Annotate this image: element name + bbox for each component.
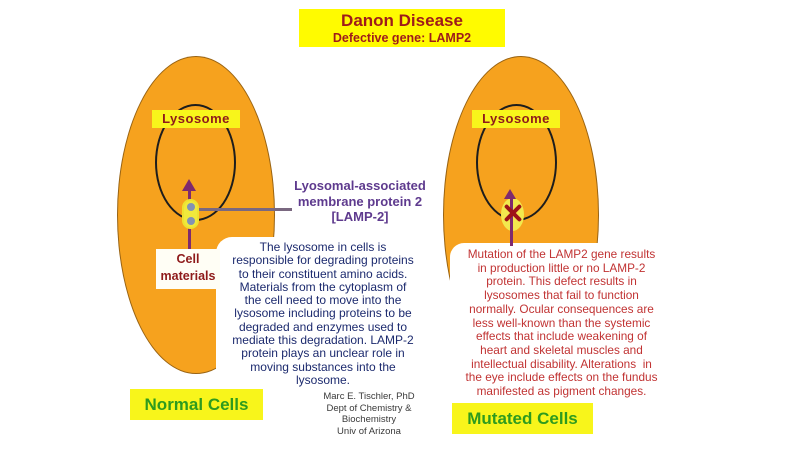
normal-description-panel: The lysosome in cells is responsible for… bbox=[216, 237, 430, 388]
author-credit: Marc E. Tischler, PhD Dept of Chemistry … bbox=[323, 391, 415, 437]
blocked-arrow-icon bbox=[510, 198, 513, 246]
blocked-arrowhead-icon bbox=[504, 189, 516, 199]
page-title: Danon Disease bbox=[341, 11, 463, 30]
lamp2-protein-icon bbox=[182, 199, 199, 229]
lamp2-annotation: Lyosomal-associated membrane protein 2 [… bbox=[294, 178, 426, 224]
page-subtitle: Defective gene: LAMP2 bbox=[332, 31, 472, 45]
protein-dot-icon bbox=[186, 217, 195, 225]
mutated-description-panel: Mutation of the LAMP2 gene results in pr… bbox=[450, 243, 673, 401]
title-banner: Danon Disease Defective gene: LAMP2 bbox=[299, 9, 505, 47]
mutated-cells-label: Mutated Cells bbox=[452, 403, 593, 434]
normal-cells-label: Normal Cells bbox=[130, 389, 263, 420]
transport-arrowhead-icon bbox=[182, 179, 196, 191]
normal-lysosome-label: Lysosome bbox=[152, 110, 240, 128]
cell-materials-label: Cell materials bbox=[156, 249, 220, 289]
mutated-description-text: Mutation of the LAMP2 gene results in pr… bbox=[465, 247, 658, 399]
normal-description-text: The lysosome in cells is responsible for… bbox=[232, 240, 414, 387]
annotation-connector-line bbox=[197, 208, 292, 211]
protein-dot-icon bbox=[186, 203, 195, 211]
mutated-lysosome-label: Lysosome bbox=[472, 110, 560, 128]
